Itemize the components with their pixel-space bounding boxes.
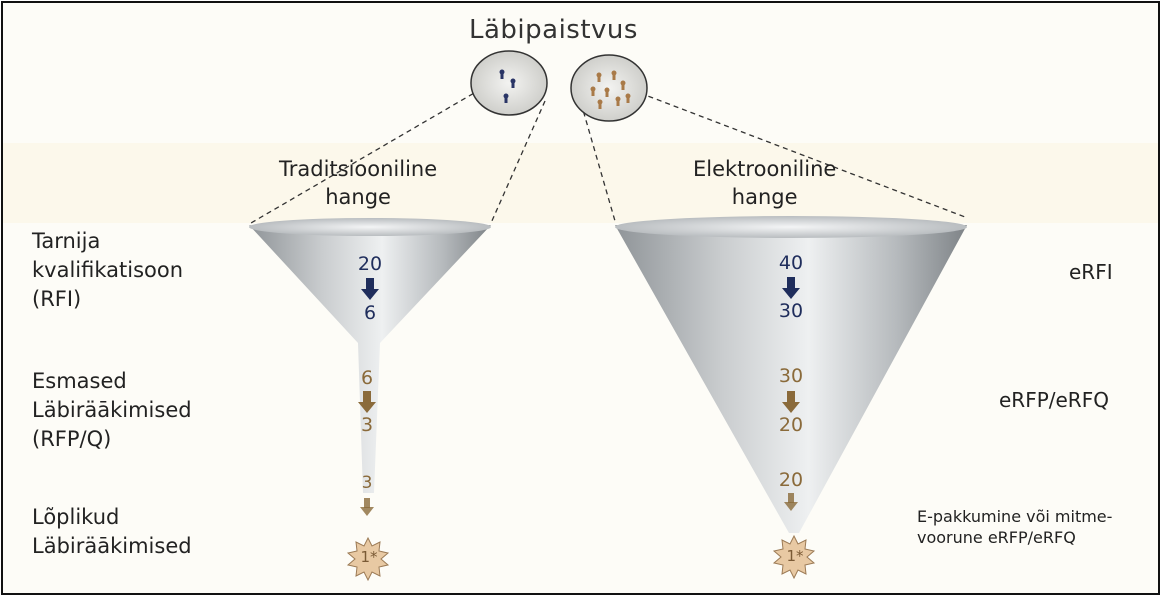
- stage-rfi-line2: kvalifikatisoon: [32, 256, 183, 285]
- right-label-erfp: eRFP/eRFQ: [999, 388, 1109, 412]
- right-label-eauction-line1: E-pakkumine või mitme-: [917, 506, 1112, 527]
- elec-rfp-to: 20: [771, 414, 811, 436]
- elec-rfp-from: 30: [771, 365, 811, 387]
- stage-rfp-line3: (RFP/Q): [32, 425, 192, 454]
- stage-final-line2: Läbiräākimised: [32, 532, 192, 561]
- right-label-eauction: E-pakkumine või mitme- voorune eRFP/eRFQ: [917, 506, 1112, 548]
- stage-rfi-line3: (RFI): [32, 285, 183, 314]
- trad-rfi-to: 6: [350, 302, 390, 324]
- stage-final-label: Lõplikud Läbiräākimised: [32, 503, 192, 561]
- elec-final-from: 20: [771, 469, 811, 491]
- right-label-eauction-line2: voorune eRFP/eRFQ: [917, 527, 1112, 548]
- elec-winner-label: 1*: [775, 547, 815, 565]
- right-label-erfi: eRFI: [1069, 260, 1113, 284]
- stage-final-line1: Lõplikud: [32, 503, 192, 532]
- electronic-heading-line1: Elektrooniline: [693, 155, 836, 183]
- elec-rfi-to: 30: [771, 300, 811, 322]
- stage-rfp-line2: Läbiräākimised: [32, 396, 192, 425]
- trad-winner-label: 1*: [349, 548, 389, 566]
- stage-rfp-line1: Esmased: [32, 367, 192, 396]
- traditional-heading-line2: hange: [279, 183, 437, 211]
- elec-rfi-from: 40: [771, 252, 811, 274]
- trad-arrow-final: [360, 498, 374, 516]
- traditional-heading-line1: Traditsiooniline: [279, 155, 437, 183]
- trad-rfi-from: 20: [350, 253, 390, 275]
- trad-rfp-to: 3: [347, 414, 387, 436]
- page-title: Läbipaistvus: [469, 15, 638, 45]
- stage-rfp-label: Esmased Läbiräākimised (RFP/Q): [32, 367, 192, 454]
- traditional-transparency-circle: [471, 51, 547, 115]
- trad-rfp-from: 6: [347, 367, 387, 389]
- electronic-heading-line2: hange: [693, 183, 836, 211]
- trad-final-from: 3: [347, 473, 387, 493]
- electronic-heading: Elektrooniline hange: [693, 155, 836, 211]
- stage-rfi-label: Tarnija kvalifikatisoon (RFI): [32, 227, 183, 314]
- stage-rfi-line1: Tarnija: [32, 227, 183, 256]
- electronic-transparency-circle: [571, 55, 647, 121]
- traditional-heading: Traditsiooniline hange: [279, 155, 437, 211]
